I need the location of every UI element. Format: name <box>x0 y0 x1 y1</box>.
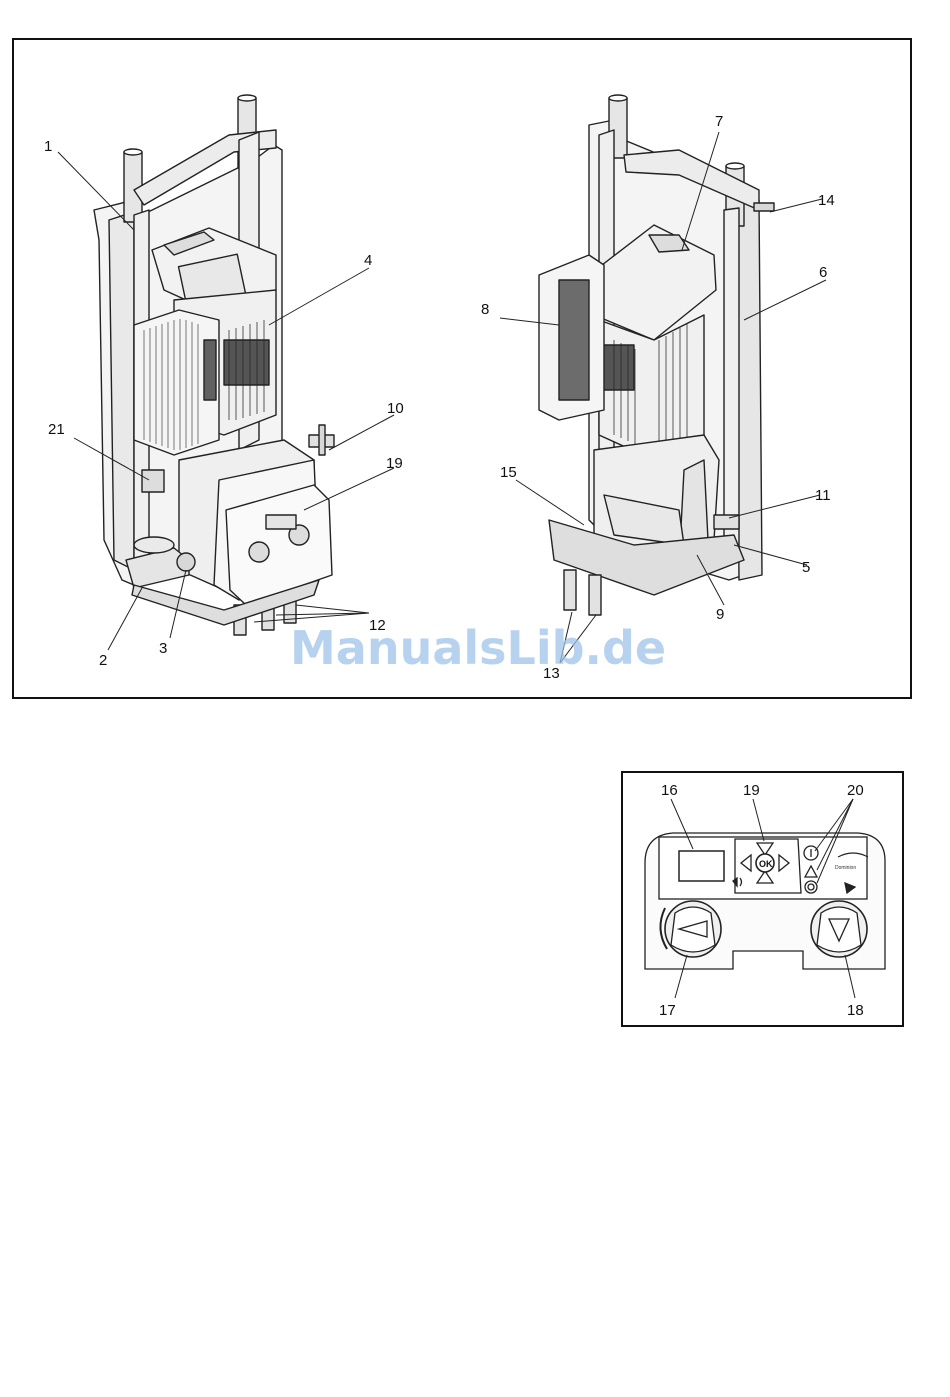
callout-2: 2 <box>99 652 107 669</box>
right-pump-unit <box>539 95 774 615</box>
watermark-text: ManualsLib.de <box>290 621 666 675</box>
callout-20: 20 <box>847 782 864 799</box>
callout-18: 18 <box>847 1002 864 1019</box>
pump-unit-drawing: ManualsLib.de 1 2 3 4 5 6 7 8 9 10 11 12… <box>14 40 910 697</box>
callout-6: 6 <box>819 264 827 281</box>
callout-1: 1 <box>44 138 52 155</box>
ok-label: OK <box>759 859 773 869</box>
control-panel-drawing: OK Dominion 16 19 20 17 18 <box>623 773 902 1025</box>
callout-8: 8 <box>481 301 489 318</box>
callout-12: 12 <box>369 617 386 634</box>
left-pump-unit <box>94 95 334 635</box>
callout-16: 16 <box>661 782 678 799</box>
pump-unit-figure: ManualsLib.de 1 2 3 4 5 6 7 8 9 10 11 12… <box>12 38 912 699</box>
callout-5: 5 <box>802 559 810 576</box>
callout-11: 11 <box>815 487 831 504</box>
callout-19: 19 <box>386 455 403 472</box>
callout-15: 15 <box>500 464 517 481</box>
callout-3: 3 <box>159 640 167 657</box>
control-panel-figure: OK Dominion 16 19 20 17 18 <box>621 771 904 1027</box>
callout-10: 10 <box>387 400 404 417</box>
brand-text: Dominion <box>835 865 856 871</box>
callout-9: 9 <box>716 606 724 623</box>
callout-19-panel: 19 <box>743 782 760 799</box>
callout-7: 7 <box>715 113 723 130</box>
display-screen <box>679 851 724 881</box>
callout-4: 4 <box>364 252 372 269</box>
callout-13: 13 <box>543 665 560 682</box>
callout-14: 14 <box>818 192 835 209</box>
callout-17: 17 <box>659 1002 676 1019</box>
callout-21: 21 <box>48 421 65 438</box>
